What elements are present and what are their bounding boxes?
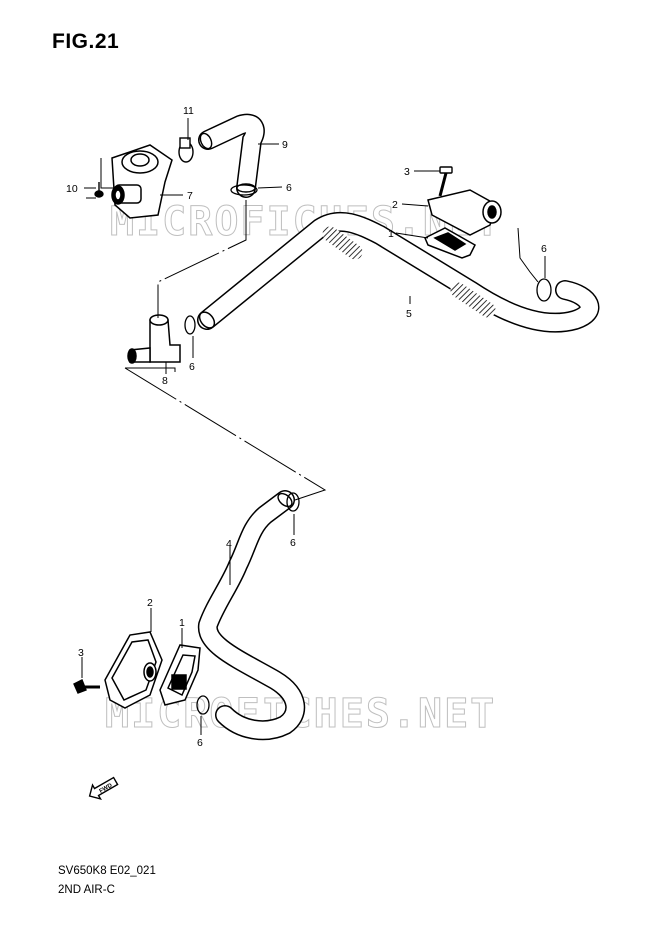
fwd-arrow-icon: FWD xyxy=(88,776,119,801)
figure-title: FIG.21 xyxy=(52,30,120,53)
callout-6: 6 xyxy=(197,737,203,749)
callout-4: 4 xyxy=(226,538,232,550)
callout-1: 1 xyxy=(179,617,185,629)
bolt-3-lower xyxy=(73,679,100,694)
callout-5: 5 xyxy=(406,308,412,320)
gasket-1-upper xyxy=(424,227,476,259)
clamp-6-mid xyxy=(184,315,196,335)
figure-subtitle: 2ND AIR-C xyxy=(58,884,115,896)
clamp-6-lower-b xyxy=(196,695,210,715)
callout-2: 2 xyxy=(147,597,153,609)
callout-8: 8 xyxy=(162,375,168,387)
hose-5 xyxy=(197,211,600,333)
bolt-10 xyxy=(94,182,104,198)
leader-lines xyxy=(81,118,546,735)
callout-10: 10 xyxy=(66,183,78,195)
model-code: SV650K8 E02_021 xyxy=(58,865,156,877)
callout-7: 7 xyxy=(187,190,193,202)
clamp-6-top xyxy=(230,184,258,196)
reed-valve-7 xyxy=(111,144,173,219)
callout-2: 2 xyxy=(392,199,398,211)
callout-1: 1 xyxy=(388,228,394,240)
callout-6: 6 xyxy=(286,182,292,194)
cover-2-lower xyxy=(104,631,163,709)
cover-2-upper xyxy=(427,189,502,236)
bolt-3-upper xyxy=(438,166,453,197)
clamp-11 xyxy=(178,137,194,163)
callout-11: 11 xyxy=(183,105,194,117)
callout-3: 3 xyxy=(404,166,410,178)
clamp-6-right xyxy=(536,278,552,302)
clamp-6-lower-a xyxy=(286,492,300,512)
hose-9 xyxy=(198,113,265,198)
callout-6: 6 xyxy=(290,537,296,549)
callout-3: 3 xyxy=(78,647,84,659)
joint-8 xyxy=(127,314,181,364)
callout-9: 9 xyxy=(282,139,288,151)
callout-6: 6 xyxy=(189,361,195,373)
guide-lines xyxy=(86,197,539,501)
callout-6: 6 xyxy=(541,243,547,255)
gasket-1-lower xyxy=(159,644,201,706)
